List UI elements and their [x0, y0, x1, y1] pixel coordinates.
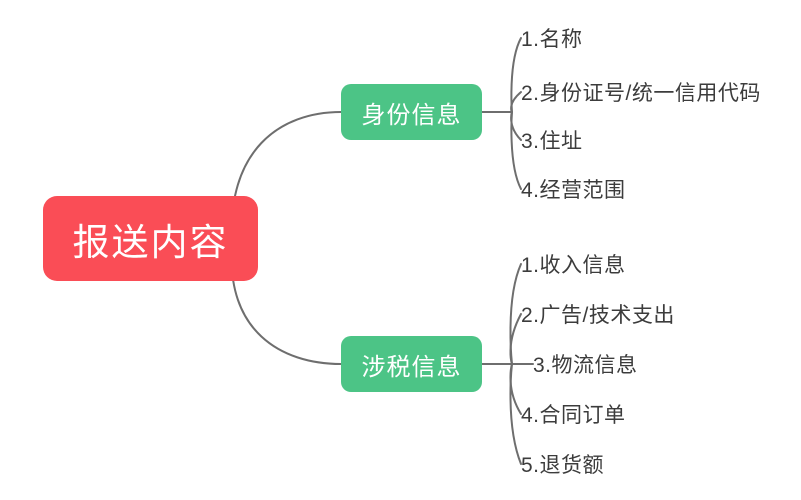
leaf-identity-3[interactable]: 3.住址 — [521, 130, 583, 153]
leaf-tax-1[interactable]: 1.收入信息 — [521, 254, 626, 277]
leaf-tax-5[interactable]: 5.退货额 — [521, 454, 605, 477]
leaf-identity-2[interactable]: 2.身份证号/统一信用代码 — [521, 82, 761, 105]
leaf-tax-3[interactable]: 3.物流信息 — [533, 354, 638, 377]
leaf-tax-4[interactable]: 4.合同订单 — [521, 404, 626, 427]
branch-node-tax[interactable]: 涉税信息 — [341, 336, 482, 392]
leaf-identity-4[interactable]: 4.经营范围 — [521, 179, 626, 202]
connector-identity-leaf-4 — [510, 111, 522, 190]
connector-tax-leaf-1 — [509, 263, 522, 365]
root-node[interactable]: 报送内容 — [43, 196, 258, 281]
branch-node-identity[interactable]: 身份信息 — [341, 84, 482, 140]
leaf-identity-1[interactable]: 1.名称 — [521, 28, 583, 51]
connector-tax-leaf-5 — [509, 363, 522, 465]
leaf-tax-2[interactable]: 2.广告/技术支出 — [521, 304, 675, 327]
